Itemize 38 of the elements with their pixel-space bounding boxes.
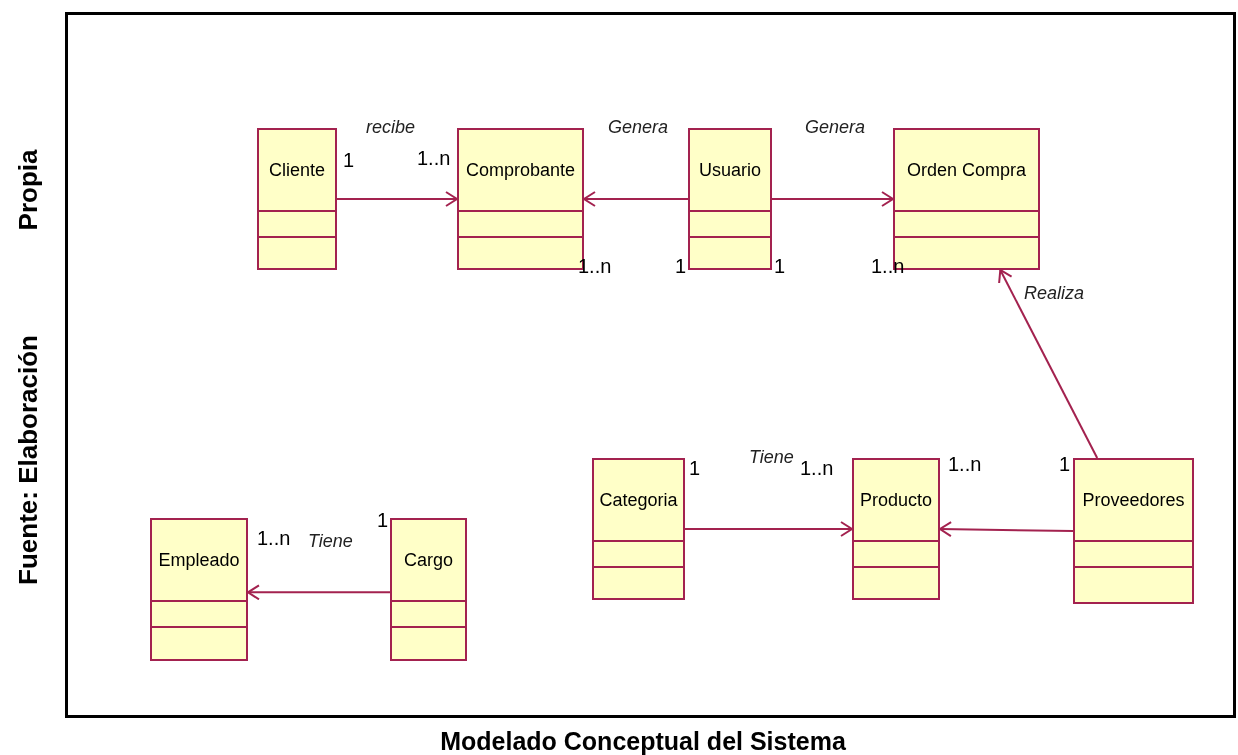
association-arrow — [684, 521, 853, 537]
association-arrow — [998, 269, 1099, 459]
class-name: Categoria — [599, 488, 678, 512]
association-arrow — [247, 584, 391, 601]
class-box — [1073, 458, 1194, 604]
source-note: Propia — [15, 149, 41, 231]
class-box — [150, 518, 248, 661]
multiplicity-label: 1 — [343, 148, 355, 173]
multiplicity-label: 1..n — [948, 452, 982, 477]
multiplicity-label: 1..n — [800, 456, 834, 481]
class-box — [390, 518, 467, 661]
multiplicity-label: 1 — [689, 456, 701, 481]
multiplicity-label: 1..n — [578, 254, 612, 279]
multiplicity-label: 1..n — [257, 526, 291, 551]
association-arrow — [939, 521, 1074, 538]
multiplicity-label: 1 — [377, 508, 389, 533]
multiplicity-label: 1..n — [871, 254, 905, 279]
class-name: Producto — [859, 488, 932, 512]
class-name: Orden Compra — [906, 158, 1027, 182]
multiplicity-label: 1 — [774, 254, 786, 279]
class-name: Empleado — [158, 548, 240, 572]
class-box — [257, 128, 337, 270]
class-box — [592, 458, 685, 600]
association-arrow — [336, 191, 458, 207]
class-name: Comprobante — [465, 158, 576, 182]
class-box — [688, 128, 772, 270]
source-note: Fuente: Elaboración — [15, 335, 41, 585]
multiplicity-label: 1 — [1059, 452, 1071, 477]
class-name: Cargo — [404, 548, 453, 572]
class-name: Proveedores — [1082, 488, 1185, 512]
class-name: Cliente — [269, 158, 325, 182]
multiplicity-label: 1 — [675, 254, 687, 279]
association-arrow — [771, 191, 894, 207]
association-arrow — [583, 191, 689, 207]
multiplicity-label: 1..n — [417, 146, 451, 171]
class-name: Usuario — [699, 158, 761, 182]
caption: Modelado Conceptual del Sistema — [440, 726, 846, 755]
class-box — [852, 458, 940, 600]
